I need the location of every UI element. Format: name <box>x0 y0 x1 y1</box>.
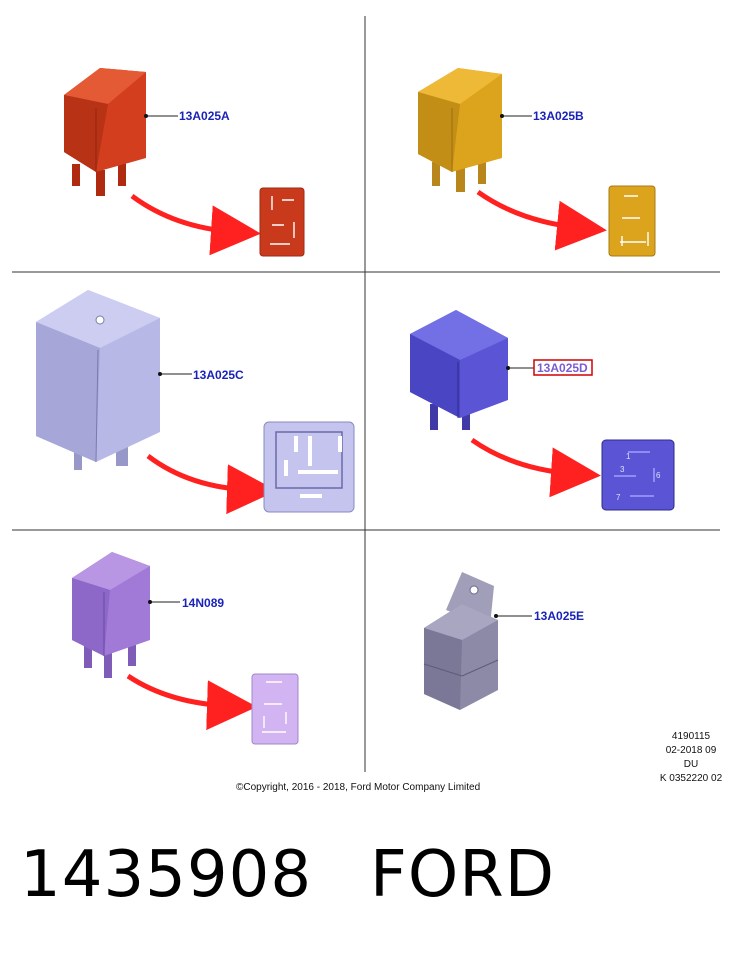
relay-a-arrow <box>130 193 261 256</box>
relay-d-pin-7: 7 <box>616 493 621 502</box>
relay-14n089-label: 14N089 <box>182 596 224 610</box>
relay-e: 13A025E <box>423 572 584 710</box>
brand-name: FORD <box>370 838 555 912</box>
metadata-line-2: 02-2018 09 <box>665 745 717 756</box>
drawing-metadata: 4190115 02-2018 09 DU K 0352220 02 <box>656 730 726 786</box>
part-number: 1435908 <box>20 838 313 912</box>
relay-c-body <box>36 290 160 470</box>
relay-c: 13A025C <box>36 290 355 515</box>
relay-d-pin-3: 3 <box>620 465 625 474</box>
relay-a: 13A025A <box>64 68 305 257</box>
relay-a-pinout <box>259 187 305 257</box>
copyright-notice: ©Copyright, 2016 - 2018, Ford Motor Comp… <box>236 782 481 793</box>
relay-a-label: 13A025A <box>179 109 230 123</box>
relay-diagram: 13A025A 13A025B <box>12 16 720 772</box>
relay-e-label: 13A025E <box>534 609 584 623</box>
relay-d: 1 3 6 7 13A025D <box>410 310 675 511</box>
relay-c-arrow <box>146 454 277 515</box>
relay-d-arrow <box>470 437 601 498</box>
relay-e-body <box>423 572 499 710</box>
metadata-line-4: K 0352220 02 <box>659 773 723 784</box>
relay-d-pin-6: 6 <box>656 471 661 480</box>
relay-d-label: 13A025D <box>537 361 588 375</box>
grid-lines <box>12 16 720 772</box>
relay-c-label: 13A025C <box>193 368 244 382</box>
relay-c-pinout <box>263 421 355 513</box>
relay-14n089-arrow <box>126 673 257 731</box>
relay-d-pin-1: 1 <box>626 452 631 461</box>
relay-d-pinout: 1 3 6 7 <box>601 439 675 511</box>
relay-d-body <box>410 310 508 430</box>
relay-b-body <box>418 68 502 192</box>
relay-14n089-pinout <box>251 673 299 745</box>
metadata-line-1: 4190115 <box>671 731 711 742</box>
relay-b-label: 13A025B <box>533 109 584 123</box>
relay-a-body <box>64 68 146 196</box>
footer-caption: 1435908 FORD <box>20 838 555 912</box>
relay-14n089-body <box>72 552 150 678</box>
relay-b: 13A025B <box>418 68 656 257</box>
metadata-line-3: DU <box>683 759 699 770</box>
relay-d-highlight-box <box>533 359 593 376</box>
relay-b-pinout <box>608 185 656 257</box>
relay-b-arrow <box>476 189 607 251</box>
relay-14n089: 14N089 <box>72 552 299 745</box>
